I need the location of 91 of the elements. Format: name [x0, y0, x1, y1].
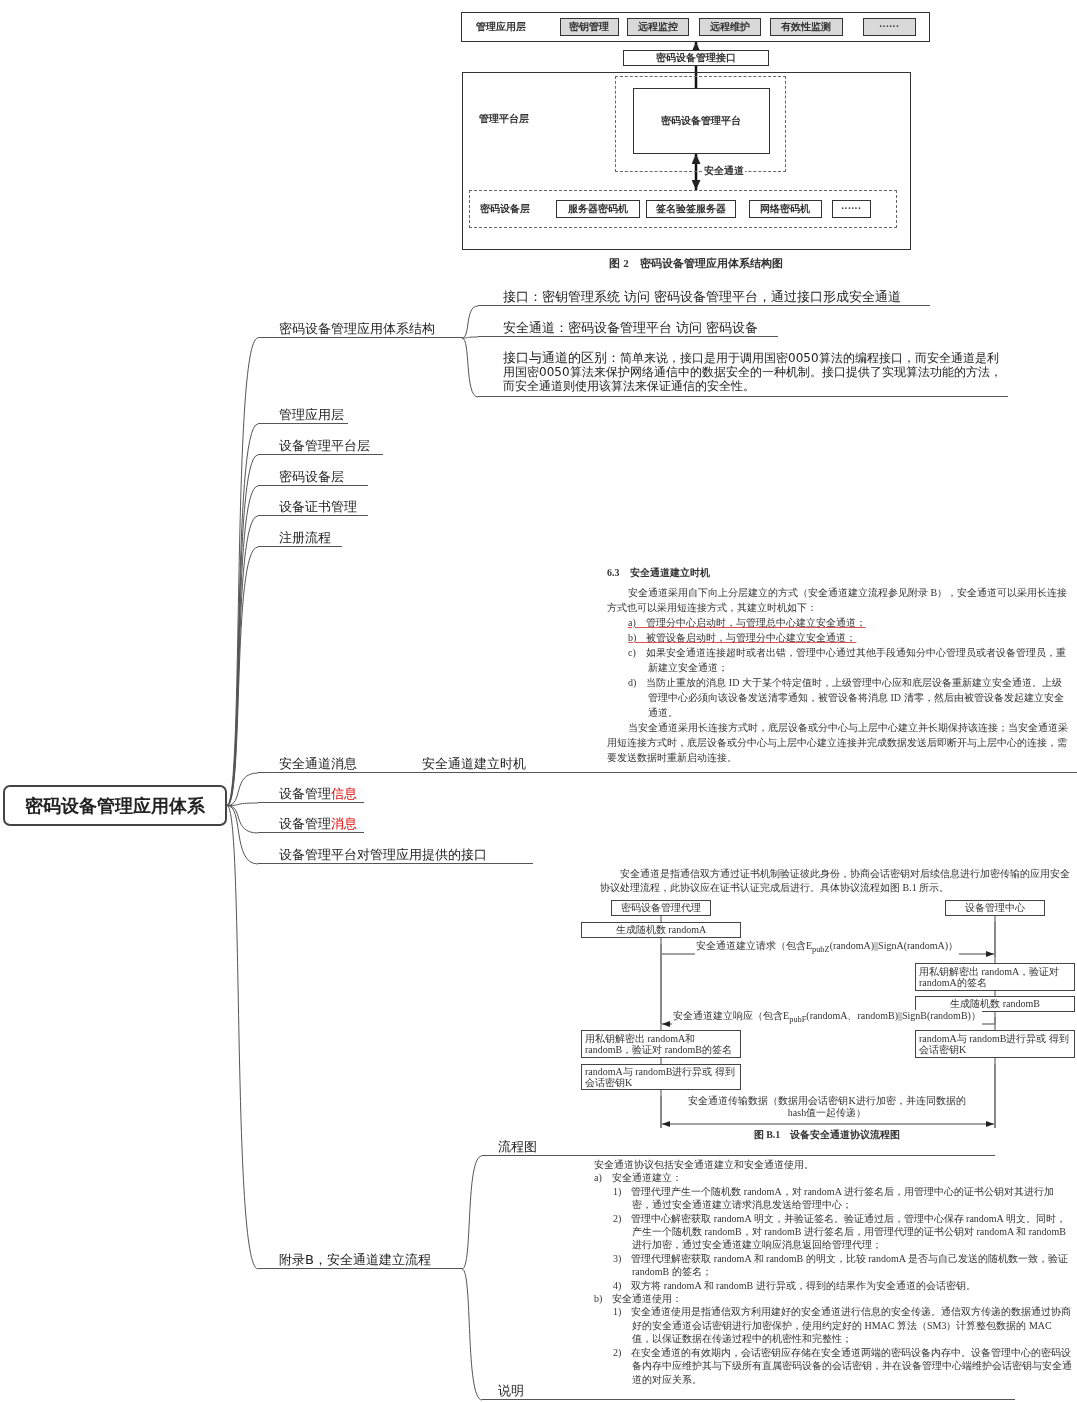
lifeline [994, 1017, 996, 1025]
list-item: 2) 在安全通道的有效期内，会话密钥应存储在安全通道两端的密码设备内存中。设备管理中心的密码设备内存中应维护其与下级所有直属密码设备的会话密钥，并在设备管理中心端维护会话密钥与安全通道的对应关系。 [613, 1345, 1072, 1386]
action-box: 生成随机数 randomB [915, 996, 1075, 1012]
device-box: 签名验签服务器 [645, 199, 736, 218]
figure-caption: 图 2 密码设备管理应用体系结构图 [608, 257, 784, 270]
list-item: 3) 管理代理解密获取 randomA 和 randomB 的明文，比较 randomA 是否与自己发送的随机数一致，验证 randomB 的签名； [613, 1251, 1069, 1279]
lifeline [994, 990, 996, 997]
list-item: 1) 安全通道使用是指通信双方利用建好的安全通道进行信息的安全传递。通信双方传递的数据通过协商好的安全通道会话密钥进行加密保护，使用约定好的 HMAC 算法（SM3）计算整包数据的 MAC 值，以保证数据在传递过程中的机密性和完整性； [613, 1305, 1072, 1346]
branch-line [226, 805, 259, 1270]
module-box: 密钥管理 [559, 17, 619, 36]
branch-topic: 设备管理信息 [258, 783, 364, 803]
connector-arrow [691, 42, 701, 52]
branch-topic: 设备管理消息 [258, 813, 364, 833]
edge-label: 安全通道建立请求（包含E$_{pubZ}$(randomA)||SignA(randomA)） [694, 940, 960, 956]
module-box: ······ [862, 17, 916, 36]
branch-topic: 附录B，安全通道建立流程 [258, 1249, 462, 1269]
central-topic: 密码设备管理应用体系 [3, 785, 227, 826]
action-box: randomA与 randomB进行异或 得到会话密钥K [581, 1064, 741, 1090]
platform-box: 密码设备管理平台 [632, 87, 770, 154]
branch-topic: 密码设备管理应用体系结构 [258, 316, 462, 338]
action-box: randomA与 randomB进行异或 得到会话密钥K [915, 1030, 1075, 1058]
module-box: 有效性监测 [769, 17, 843, 36]
connector-arrow [691, 154, 701, 190]
paragraph: 安全通道协议包括安全通道建立和安全通道使用。 [594, 1158, 815, 1172]
branch-topic: 设备管理平台层 [258, 435, 383, 455]
device-box: 服务器密码机 [555, 199, 640, 218]
branch-line [461, 1155, 483, 1270]
branch-topic: 安全通道消息 [258, 753, 400, 773]
list-item: b) 安全通道使用： [594, 1292, 684, 1306]
list-item: 2) 管理中心解密获取 randomA 明文，并验证签名。验证通过后，管理中心保存 randomA 明文。同时，产生一个随机数 randomB，对 randomB 进行签名后，用管理代理的证书公钥对 randomA 和 randomB 进行加密，通过安全通道建立响应消息返回给管理代理； [613, 1211, 1067, 1252]
branch-topic: 接口与通道的区别：简单来说，接口是用于调用国密0050算法的编程接口，而安全通道是利用国密0050算法来保护网络通信中的数据安全的一种机制。接口提供了实现算法功能的方法，而安全通道则使用该算法来保证通信的安全性。 [478, 346, 1008, 397]
lifeline [660, 1057, 662, 1065]
branch-line [461, 305, 479, 339]
action-box: 用私钥解密出 randomA，验证对 randomA的签名 [915, 963, 1075, 991]
paragraph: 安全通道是指通信双方通过证书机制验证彼此身份，协商会话密钥对后续信息进行加密传输的应用安全协议处理流程，此协议应在证书认证完成后进行。具体协议流程如图 B.1 所示。 [600, 867, 1070, 895]
branch-topic: 设备证书管理 [258, 496, 368, 516]
action-box: 生成随机数 randomA [581, 922, 741, 938]
module-box: 远程维护 [698, 17, 761, 36]
layer-box [468, 189, 897, 228]
lifeline [994, 1011, 996, 1018]
paragraph: 当安全通道采用长连接方式时，底层设备或分中心与上层中心建立并长期保持该连接；当安全通道采用短连接方式时，底层设备或分中心与上层中心建立连接并完成数据发送后即断开与上层中心的连接，需要发送数据时重新启动连接。 [607, 721, 1069, 765]
branch-topic: 接口：密钥管理系统 访问 密码设备管理平台，通过接口形成安全通道 [478, 286, 930, 306]
lifeline [660, 1089, 662, 1097]
interface-box: 密码设备管理接口 [623, 50, 769, 66]
layer-label: 管理平台层 [479, 113, 529, 125]
module-box: 远程监控 [626, 17, 689, 36]
layer-box [462, 72, 911, 250]
lifeline [660, 937, 662, 945]
layer-box [461, 12, 930, 42]
list-item: d) 当防止重放的消息 ID 大于某个特定值时，上级管理中心应和底层设备重新建立安全通道。上级管理中心必须向该设备发送清零通知，被管设备将消息 ID 清零，然后由被管设备发起建立安全通道。 [628, 676, 1065, 720]
lifeline [994, 1024, 996, 1031]
lifeline-head: 密码设备管理代理 [611, 900, 711, 916]
list-item: b) 被管设备启动时，与管理分中心建立安全通道； [628, 631, 858, 645]
lifeline [994, 915, 996, 923]
lifeline [660, 944, 662, 1024]
lifeline [660, 915, 662, 923]
branch-topic: 密码设备层 [258, 466, 368, 486]
lifeline [994, 922, 996, 957]
list-item: 1) 管理代理产生一个随机数 randomA，对 randomA 进行签名后，用管理中心的证书公钥对其进行加密，通过安全通道建立请求消息发送给管理中心； [613, 1184, 1055, 1212]
branch-topic: 说明 [482, 1384, 1015, 1400]
list-item: a) 安全通道建立： [594, 1171, 683, 1185]
lifeline [994, 956, 996, 964]
lifeline-head: 设备管理中心 [945, 900, 1045, 916]
lifeline [660, 1023, 662, 1031]
branch-topic: 管理应用层 [258, 404, 348, 424]
message-arrow [661, 1121, 995, 1127]
branch-topic: 注册流程 [258, 527, 342, 547]
list-item: 4) 双方将 randomA 和 randomB 进行异或，得到的结果作为安全通道的会话密钥。 [613, 1278, 977, 1293]
edge-label: 安全通道 [703, 165, 745, 177]
branch-topic: 流程图 [482, 1140, 995, 1156]
section-heading: 6.3 安全通道建立时机 [607, 566, 711, 580]
layer-label: 密码设备层 [479, 202, 530, 214]
device-box: ······ [831, 199, 871, 218]
branch-line [461, 337, 479, 398]
branch-line [226, 772, 259, 806]
action-box: 用私钥解密出 randomA和 randomB，验证对 randomB的签名 [581, 1030, 741, 1058]
layer-label: 管理应用层 [476, 21, 526, 33]
figure-caption: 图 B.1 设备安全通道协议流程图 [752, 1128, 902, 1141]
branch-line [399, 772, 411, 773]
branch-topic: 设备管理平台对管理应用提供的接口 [258, 844, 533, 864]
lifeline [994, 1064, 996, 1128]
connector-line [694, 66, 698, 88]
list-item: a) 管理分中心启动时，与管理总中心建立安全通道； [628, 616, 867, 630]
device-box: 网络密码机 [748, 199, 822, 218]
branch-line [226, 805, 259, 865]
lifeline [994, 1057, 996, 1065]
lifeline [660, 1096, 662, 1128]
branch-topic: 安全通道：密码设备管理平台 访问 密码设备 [478, 317, 778, 337]
branch-line [226, 337, 259, 806]
branch-line [461, 336, 479, 339]
branch-line [461, 1268, 483, 1401]
